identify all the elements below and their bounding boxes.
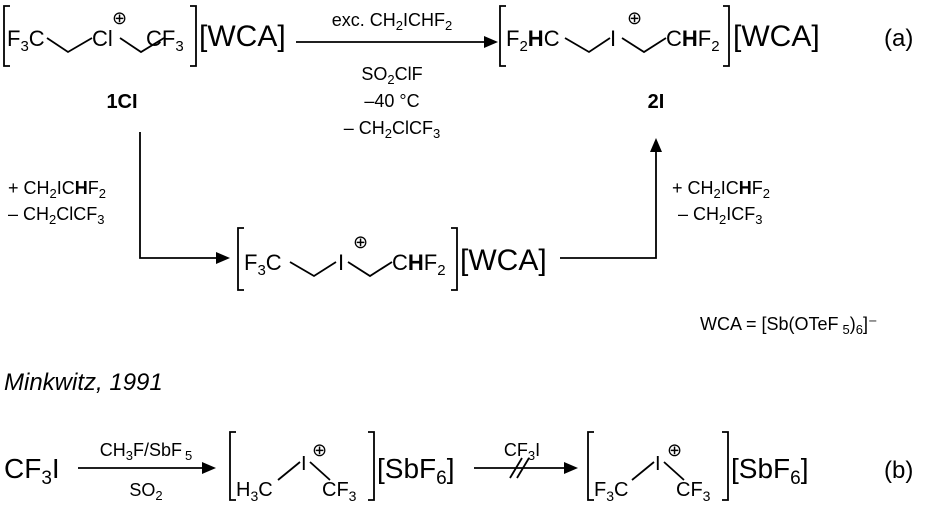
cation-1cl: F3C Cl ⊕ CF3 [WCA] bbox=[3, 5, 286, 67]
arrow-left-head bbox=[216, 252, 230, 264]
group-f3c: F3C bbox=[244, 250, 282, 279]
bracket-right bbox=[722, 431, 729, 501]
bond bbox=[309, 461, 331, 481]
bracket-left bbox=[3, 5, 10, 67]
bond-zigzag bbox=[564, 37, 611, 54]
citation: Minkwitz, 1991 bbox=[4, 369, 163, 396]
reagent-top: exc. CH2ICHF2 bbox=[332, 10, 452, 33]
group-f2hc: F2HC bbox=[506, 26, 560, 55]
plus-charge: ⊕ bbox=[353, 232, 368, 252]
anion-sbf6: [SbF6] bbox=[377, 453, 455, 489]
atom-i: I bbox=[655, 453, 661, 475]
bracket-right bbox=[451, 227, 458, 291]
group-f3c: F3C bbox=[594, 479, 628, 504]
reagent-left-2: – CH2ClCF3 bbox=[8, 204, 104, 227]
group-chf2: CHF2 bbox=[392, 250, 446, 279]
arrow-left-path bbox=[139, 132, 220, 259]
part-a-label: (a) bbox=[884, 25, 913, 52]
reagent-right-1: + CH2ICHF2 bbox=[672, 178, 770, 201]
bond bbox=[663, 461, 685, 481]
group-cf3: CF3 bbox=[322, 479, 357, 504]
atom-cl: Cl bbox=[92, 26, 113, 51]
byproduct-top: – CH2ClCF3 bbox=[344, 118, 440, 141]
label-2i: 2I bbox=[648, 91, 665, 113]
group-chf2: CHF2 bbox=[666, 26, 720, 55]
bond-zigzag bbox=[119, 37, 165, 54]
bracket-right bbox=[190, 5, 197, 67]
part-b-label: (b) bbox=[884, 457, 913, 484]
cation-intermediate: F3C I ⊕ CHF2 [WCA] bbox=[237, 227, 547, 291]
anion-sbf6: [SbF6] bbox=[731, 453, 809, 489]
label-1cl: 1CI bbox=[106, 91, 137, 113]
anion-wca: [WCA] bbox=[199, 20, 286, 53]
group-h3c: H3C bbox=[236, 479, 273, 504]
group-f3c: F3C bbox=[7, 26, 45, 55]
bond-zigzag bbox=[347, 261, 393, 278]
bracket-left bbox=[499, 5, 506, 67]
cation-h3c-i-cf3: H3C I ⊕ CF3 [SbF6] bbox=[229, 431, 455, 504]
bond bbox=[631, 461, 655, 481]
bracket-right bbox=[368, 431, 375, 501]
anion-wca: [WCA] bbox=[460, 244, 547, 277]
cation-2i: F2HC I ⊕ CHF2 [WCA] bbox=[499, 5, 820, 67]
bracket-left bbox=[237, 227, 244, 291]
plus-charge: ⊕ bbox=[312, 440, 327, 460]
arrow-right-path bbox=[560, 148, 657, 259]
plus-charge: ⊕ bbox=[112, 8, 127, 28]
reagent-right-2: – CH2ICF3 bbox=[678, 204, 762, 227]
cation-f3c-i-cf3: F3C I ⊕ CF3 [SbF6] bbox=[587, 431, 809, 504]
reagent-cf3i: CF3I bbox=[504, 440, 540, 463]
group-cf3: CF3 bbox=[676, 479, 711, 504]
bracket-left bbox=[587, 431, 594, 501]
solvent-so2: SO2 bbox=[129, 480, 162, 503]
solvent-so2clf: SO2ClF bbox=[361, 64, 422, 87]
atom-i: I bbox=[301, 453, 307, 475]
bracket-left bbox=[229, 431, 236, 501]
anion-wca: [WCA] bbox=[733, 20, 820, 53]
bracket-right bbox=[723, 5, 730, 67]
group-cf3: CF3 bbox=[146, 26, 184, 55]
bond-zigzag bbox=[289, 261, 337, 278]
atom-i: I bbox=[338, 250, 344, 275]
arrow-b1-head bbox=[202, 462, 216, 474]
atom-i: I bbox=[610, 26, 616, 51]
reagent-left-1: + CH2ICHF2 bbox=[8, 178, 106, 201]
arrow-top-head bbox=[484, 36, 498, 48]
bond-zigzag bbox=[46, 37, 93, 54]
plus-charge: ⊕ bbox=[667, 440, 682, 460]
arrow-blocked-mark-1 bbox=[509, 457, 523, 479]
temperature: –40 °C bbox=[364, 91, 419, 111]
arrow-blocked-mark-2 bbox=[516, 457, 530, 479]
bond-zigzag bbox=[621, 37, 667, 54]
starting-cf3i: CF3I bbox=[4, 453, 60, 489]
bond bbox=[277, 461, 301, 481]
arrow-right-head bbox=[650, 138, 662, 152]
plus-charge: ⊕ bbox=[627, 8, 642, 28]
arrow-b2-head bbox=[564, 462, 578, 474]
